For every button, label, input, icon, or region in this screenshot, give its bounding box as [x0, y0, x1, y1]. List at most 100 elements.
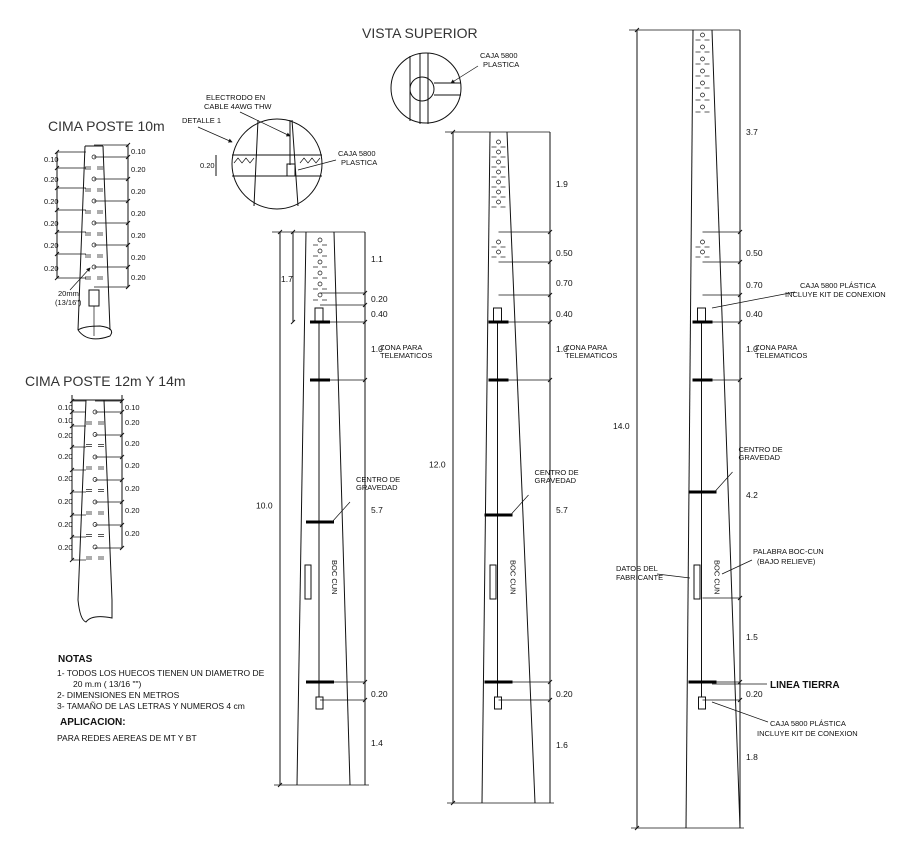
hole	[700, 104, 705, 110]
dimension-value: 3.7	[746, 127, 758, 137]
zone-label: ZONA PARA	[755, 343, 797, 352]
detail-box	[286, 163, 296, 177]
right-dimension: 0.20	[131, 187, 146, 196]
ground-line-label: LINEA TIERRA	[770, 680, 840, 691]
box-label: INCLUYE KIT DE CONEXION	[785, 290, 886, 299]
pole-top-12-14m-title: CIMA POSTE 12m Y 14m	[25, 373, 186, 389]
dimension-value: 5.7	[556, 505, 568, 515]
detail-leader	[197, 126, 233, 143]
top-view-title: VISTA SUPERIOR	[362, 25, 478, 41]
hole	[700, 68, 705, 74]
gravity-leader	[510, 494, 529, 516]
hole	[496, 169, 501, 175]
hole	[92, 522, 98, 527]
pole-right-edge	[506, 131, 536, 804]
hole	[317, 248, 323, 254]
application-text: PARA REDES AEREAS DE MT Y BT	[57, 733, 197, 743]
dimension-tick	[119, 545, 125, 551]
dimension-tick	[69, 467, 75, 473]
box-label: CAJA 5800 PLÁSTICA	[800, 281, 876, 290]
dimension-tick	[119, 477, 125, 483]
hole	[317, 237, 323, 243]
dimension-tick	[125, 220, 131, 226]
hole	[700, 239, 705, 245]
gravity-label: GRAVEDAD	[535, 476, 577, 485]
dimension-tick	[54, 207, 60, 213]
detail-circle	[231, 118, 323, 210]
dimension-tick	[119, 454, 125, 460]
dimension-tick	[125, 242, 131, 248]
right-dimension: 0.10	[125, 403, 140, 412]
dimension-tick	[125, 264, 131, 270]
word-label: (BAJO RELIEVE)	[757, 557, 816, 566]
dimension-tick	[69, 512, 75, 518]
hole	[496, 149, 501, 155]
dimension-tick	[119, 499, 125, 505]
junction-box-bottom	[494, 696, 502, 710]
manufacturer-data-plate	[489, 564, 497, 600]
dimension-tick	[119, 522, 125, 528]
dimension-value: 1.9	[556, 179, 568, 189]
pole-right-edge	[333, 231, 351, 786]
hole	[496, 179, 501, 185]
dimension-tick	[290, 229, 296, 235]
gravity-label: CENTRO DE	[356, 475, 400, 484]
dimension-value: 0.40	[746, 309, 763, 319]
manufacturer-data-plate	[693, 564, 701, 600]
left-dimension: 0.20	[44, 219, 59, 228]
dimension-value: 1.4	[371, 738, 383, 748]
pole-outline	[77, 145, 111, 331]
hole-leader	[69, 267, 91, 291]
dimension-tick	[125, 284, 131, 290]
zone-label: TELEMATICOS	[380, 351, 432, 360]
dimension-tick	[54, 149, 60, 155]
box-leader	[711, 701, 769, 723]
left-dimension: 0.20	[44, 197, 59, 206]
dimension-value: 0.50	[746, 248, 763, 258]
dimension-value: 0.20	[371, 689, 388, 699]
hole	[700, 56, 705, 62]
dimension-tick	[54, 251, 60, 257]
detail-box-label: CAJA 5800	[338, 149, 376, 158]
left-dimension: 0.20	[58, 474, 73, 483]
zone-label: ZONA PARA	[565, 343, 607, 352]
dimension-value: 0.50	[556, 248, 573, 258]
electrode-label: ELECTRODO EN	[206, 93, 265, 102]
dimension-value: 0.20	[746, 689, 763, 699]
manufacturer-data-plate	[304, 564, 312, 600]
junction-box-bottom	[315, 696, 324, 710]
maker-label: DATOS DEL	[616, 564, 658, 573]
pole-break	[77, 325, 113, 340]
hole	[496, 159, 501, 165]
gravity-label: CENTRO DE	[739, 445, 783, 454]
dimension-value: 5.7	[371, 505, 383, 515]
dimension-tick	[54, 185, 60, 191]
right-dimension: 0.10	[131, 147, 146, 156]
pole-left-edge	[685, 29, 694, 829]
left-dimension: 0.20	[44, 264, 59, 273]
right-dimension: 0.20	[131, 209, 146, 218]
hole	[700, 92, 705, 98]
right-dimension: 0.20	[125, 484, 140, 493]
dimension-tick	[450, 800, 456, 806]
gravity-leader	[714, 471, 733, 493]
right-dimension: 0.20	[125, 439, 140, 448]
left-dimension: 0.20	[58, 431, 73, 440]
right-dimension: 0.20	[131, 273, 146, 282]
top-view-lines	[409, 53, 461, 124]
dim-lines	[71, 395, 123, 560]
dimension-tick	[69, 489, 75, 495]
dimension-value: 0.20	[371, 294, 388, 304]
detail-depth: 0.20	[200, 161, 215, 170]
junction-box	[697, 307, 706, 323]
top-view-leader	[450, 65, 479, 84]
hole	[496, 189, 501, 195]
right-dimension: 0.20	[125, 418, 140, 427]
overall-length: 14.0	[613, 421, 630, 431]
electrode-label: CABLE 4AWG THW	[204, 102, 272, 111]
junction-box	[493, 307, 502, 323]
right-dimension: 0.20	[131, 231, 146, 240]
brand-relief-text: BOC CUN	[713, 560, 722, 595]
dimension-tick	[119, 409, 125, 415]
